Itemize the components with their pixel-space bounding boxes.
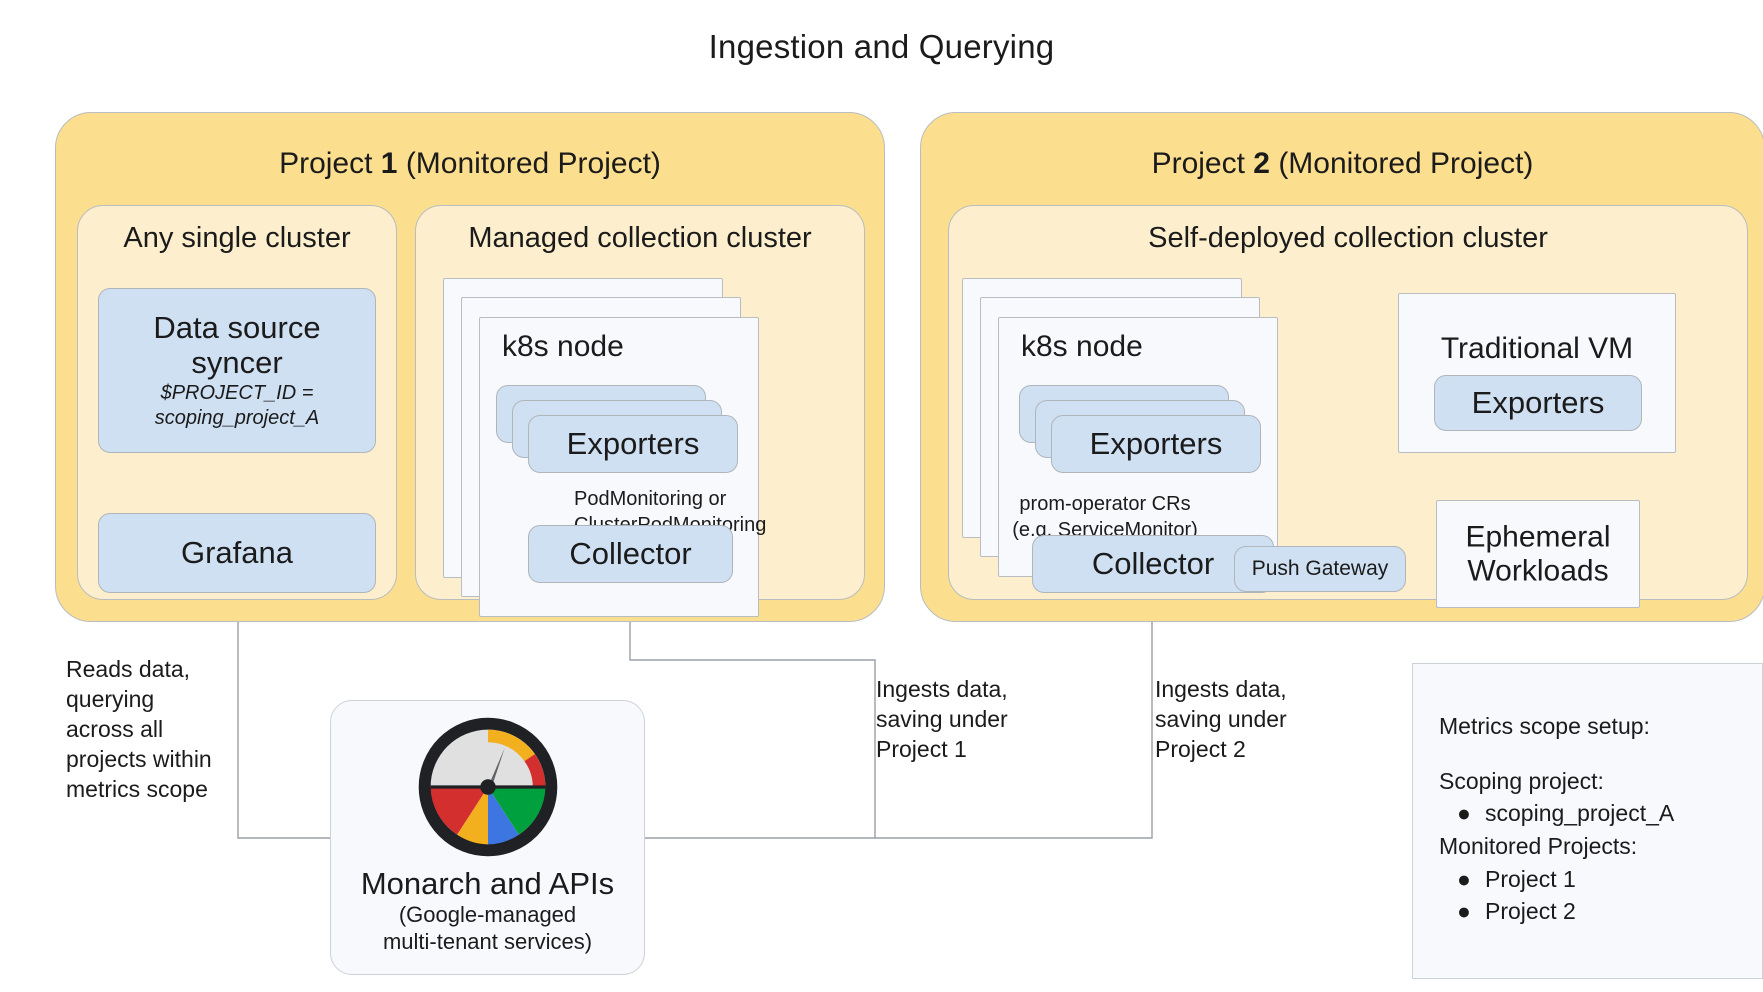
cluster-managed-collection-title: Managed collection cluster	[468, 222, 812, 254]
monarch-subtitle: (Google-managed multi-tenant services)	[382, 902, 593, 954]
exporters-label-p2: Exporters	[1089, 425, 1223, 461]
monarch-and-apis-box[interactable]: Monarch and APIs (Google-managed multi-t…	[330, 700, 645, 975]
ephemeral-workloads-card[interactable]: Ephemeral Workloads	[1436, 500, 1640, 608]
grafana-label: Grafana	[180, 534, 293, 570]
collector-box-p1[interactable]: Collector	[528, 525, 733, 583]
metrics-scope-legend: Metrics scope setup: Scoping project: ● …	[1412, 663, 1763, 979]
ephemeral-workloads-label: Ephemeral Workloads	[1465, 520, 1611, 587]
monarch-gauge-logo	[418, 717, 558, 862]
note-ingest-project-2: Ingests data, saving under Project 2	[1155, 676, 1287, 762]
note-ingest-project-1: Ingests data, saving under Project 1	[876, 676, 1008, 762]
collector-label-p2: Collector	[1091, 545, 1215, 581]
legend-monitored-item-1: Project 2	[1485, 898, 1576, 925]
legend-item-project-2: ● Project 2	[1439, 895, 1762, 928]
legend-monitored-item-0: Project 1	[1485, 865, 1576, 892]
k8s-node-title-2: k8s node	[1021, 330, 1143, 363]
note-reads-data: Reads data, querying across all projects…	[66, 656, 212, 802]
bullet-icon: ●	[1457, 865, 1471, 892]
vm-exporters-label: Exporters	[1471, 384, 1605, 420]
legend-item-project-1: ● Project 1	[1439, 863, 1762, 896]
cluster-any-single-title: Any single cluster	[123, 222, 351, 254]
data-source-syncer-box[interactable]: Data source syncer $PROJECT_ID = scoping…	[98, 288, 376, 453]
push-gateway-label: Push Gateway	[1251, 557, 1389, 581]
collector-label-p1: Collector	[569, 535, 692, 571]
exporters-box-p2[interactable]: Exporters	[1051, 415, 1261, 473]
exporters-label-p1: Exporters	[566, 425, 700, 461]
legend-heading: Metrics scope setup:	[1439, 713, 1650, 739]
push-gateway-box[interactable]: Push Gateway	[1234, 546, 1406, 592]
traditional-vm-title: Traditional VM	[1440, 332, 1634, 365]
page-title: Ingestion and Querying	[708, 28, 1055, 65]
exporters-box-p1[interactable]: Exporters	[528, 415, 738, 473]
data-source-syncer-line2: syncer	[191, 344, 283, 380]
project-2-title: Project 2 (Monitored Project)	[1151, 147, 1534, 180]
legend-item-scoping-project-a: ● scoping_project_A	[1439, 797, 1762, 830]
monarch-gauge-logo-svg	[418, 717, 557, 857]
legend-monitored-heading: Monitored Projects:	[1439, 832, 1638, 859]
monarch-title: Monarch and APIs	[360, 866, 615, 901]
project-1-title: Project 1 (Monitored Project)	[279, 147, 661, 180]
grafana-box[interactable]: Grafana	[98, 513, 376, 593]
legend-scoping-heading: Scoping project:	[1439, 767, 1604, 794]
collector-box-p2[interactable]: Collector	[1032, 535, 1274, 593]
data-source-syncer-sub2: scoping_project_A	[154, 407, 320, 430]
legend-spacer	[1439, 743, 1762, 765]
bullet-icon: ●	[1457, 800, 1471, 827]
vm-exporters-box[interactable]: Exporters	[1434, 375, 1642, 431]
bullet-icon: ●	[1457, 898, 1471, 925]
data-source-syncer-line1: Data source	[153, 309, 321, 345]
k8s-node-title-1: k8s node	[502, 330, 624, 363]
data-source-syncer-sub1: $PROJECT_ID =	[160, 382, 314, 405]
legend-scoping-item-0: scoping_project_A	[1485, 800, 1675, 827]
cluster-self-deployed-title: Self-deployed collection cluster	[1148, 222, 1548, 254]
